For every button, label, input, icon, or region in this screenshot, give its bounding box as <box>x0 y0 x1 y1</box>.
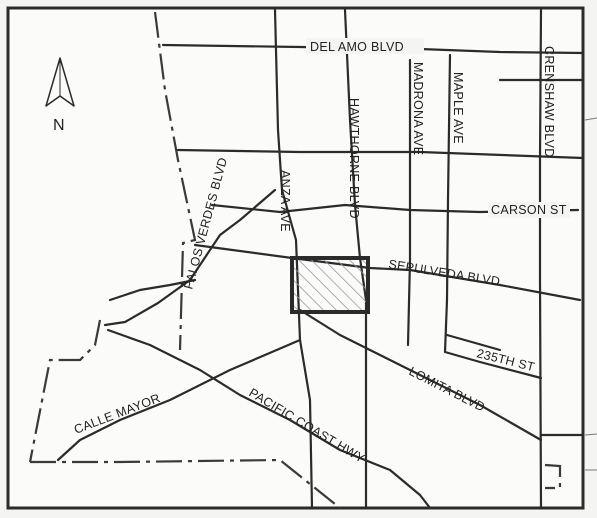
north-label: N <box>53 117 65 134</box>
road-lomita <box>298 308 543 442</box>
label-crenshaw: CRENSHAW BLVD <box>542 46 556 158</box>
label-del-amo: DEL AMO BLVD <box>310 40 404 54</box>
north-arrow-icon: N <box>45 57 75 134</box>
road-sepulveda <box>193 243 582 302</box>
road-calle-mayor <box>56 338 302 462</box>
label-madrona: MADRONA AVE <box>411 62 425 155</box>
label-carson: CARSON ST <box>491 203 567 217</box>
road-west-arc <box>108 278 197 302</box>
road-pch <box>106 328 432 510</box>
road-madrona <box>406 58 412 347</box>
road-maple <box>443 53 543 380</box>
label-maple: MAPLE AVE <box>451 72 465 144</box>
road-anza <box>273 8 314 510</box>
label-anza: ANZA AVE <box>278 170 292 232</box>
road-hawthorne <box>343 8 368 510</box>
city-boundary <box>28 11 562 509</box>
project-site <box>290 256 370 314</box>
road-235th <box>445 333 502 352</box>
road-crenshaw <box>538 8 543 510</box>
road-east-west-north <box>176 148 585 160</box>
label-hawthorne: HAWTHORNE BLVD <box>347 98 361 219</box>
